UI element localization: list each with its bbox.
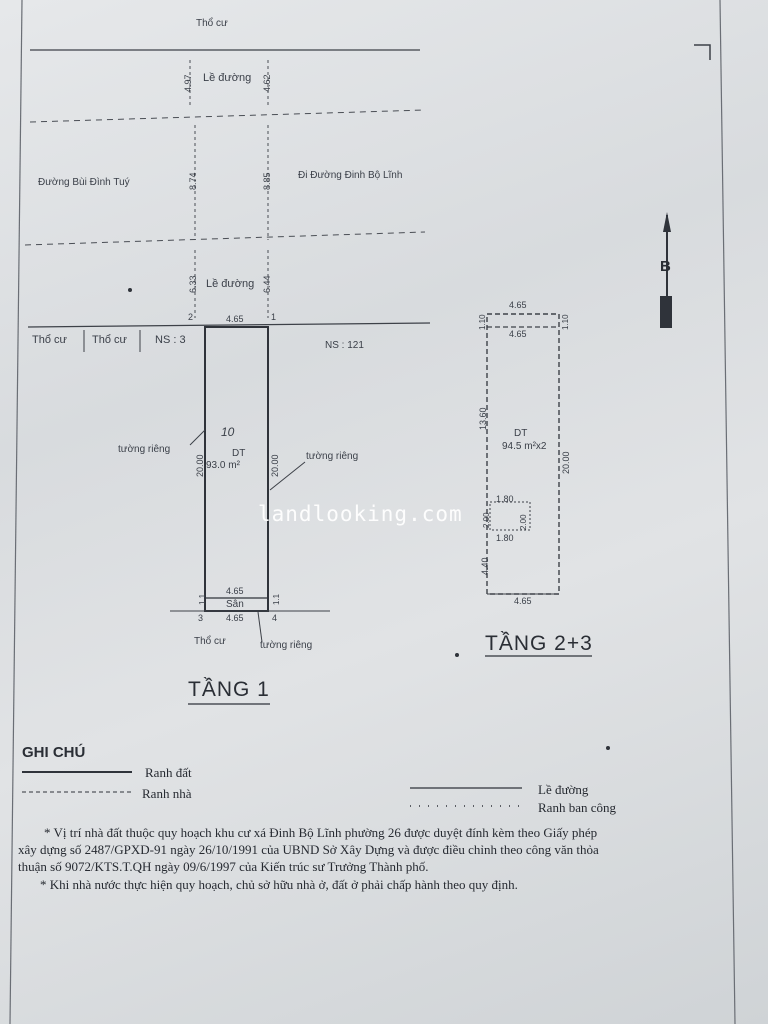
dim-462: 4.62 [262,74,272,92]
label-tho-cu-bottom: Thổ cư [194,636,226,647]
section-marker-label: B [660,258,671,275]
legend-ranh-nha: Ranh nhà [142,786,192,801]
label-tuong-rieng-right: tường riêng [306,451,359,462]
legend-heading: GHI CHÚ [22,744,86,761]
legend-ranh-dat: Ranh đất [145,765,192,780]
road-edge-dashed-bottom [24,231,426,246]
label-le-duong-bottom: Lề đường [206,278,255,290]
dim-633: 6.33 [188,275,198,293]
dim-balcony-side: 2.00 [482,512,491,528]
dim-san-width: 4.65 [226,586,244,596]
dim-f23-top-outer: 4.65 [509,300,527,310]
label-ns-left: NS : 3 [155,334,186,346]
legend-ranh-ban-cong: Ranh ban công [538,800,616,815]
dim-f23-off-left: 1.10 [478,314,487,330]
point-1: 1 [271,312,277,322]
dim-885: 8.85 [262,172,272,190]
dim-f23-bottom: 4.65 [514,596,532,606]
balcony-outline [489,501,531,531]
label-tuong-rieng-left: tường riêng [118,444,171,455]
value-dt-floor1: 93.0 m² [206,460,240,471]
page-border-left [9,0,23,1024]
watermark-text: landlooking.com [258,502,463,526]
point-3: 3 [198,613,204,623]
floor23-outline [486,313,560,595]
dim-f23-len-bottom: 4.40 [480,557,490,575]
legend-le-duong: Lề đường [538,782,589,797]
label-tho-cu-top: Thổ cư [196,18,228,29]
dim-balcony-w1: 1.80 [496,494,514,504]
dim-bottom-width: 4.65 [226,613,244,623]
value-dt-f23: 94.5 m²x2 [502,441,547,452]
dim-balcony-w2: 1.80 [496,533,514,543]
dim-edge-left: 1.1 [198,593,207,605]
label-tho-cu-1: Thổ cư [32,334,67,346]
label-road-right: Đi Đường Đinh Bộ Lĩnh [298,170,403,181]
dim-497: 4.97 [183,74,193,92]
dim-balcony-h: 2.00 [519,514,528,530]
section-marker-block [660,296,672,328]
note-2: * Khi nhà nước thực hiện quy hoạch, chủ … [40,877,518,892]
dim-len-left: 20.00 [195,454,205,477]
dim-len-right: 20.00 [270,454,280,477]
note-1-line-2: xây dựng số 2487/GPXD-91 ngày 26/10/1991… [18,842,599,857]
label-dt-f23: DT [514,428,528,439]
label-le-duong-top: Lề đường [203,72,252,84]
dim-width-top: 4.65 [226,314,244,324]
dim-f23-off-right: 1.10 [561,314,570,330]
corner-mark [694,44,711,60]
note-1-line-3: thuận số 9072/KTS.T.QH ngày 09/6/1997 củ… [18,859,429,874]
dim-f23-len-total: 20.00 [561,451,571,474]
label-ns-right: NS : 121 [325,340,364,351]
dim-f23-len-inner: 13.60 [478,407,488,430]
label-road-left: Đường Bùi Đình Tuý [38,177,130,188]
point-2: 2 [188,312,194,322]
point-4: 4 [272,613,278,623]
note-1-line-1: * Vị trí nhà đất thuộc quy hoạch khu cư … [44,825,598,840]
title-tang-1: TẦNG 1 [188,678,270,701]
dim-f23-top-inner: 4.65 [509,329,527,339]
label-dt-floor1: DT [232,448,246,459]
dim-644: 6.44 [262,275,272,293]
title-tang-2-3: TẦNG 2+3 [485,632,593,655]
dim-edge-right: 1.1 [272,593,281,605]
label-san: Sân [226,599,244,610]
lot-front-line [27,322,431,328]
road-edge-dashed-top [29,109,426,123]
lot-number: 10 [221,425,235,439]
label-tho-cu-2: Thổ cư [92,334,127,346]
page-border-right [719,0,736,1024]
label-tuong-rieng-bottom: tường riêng [260,640,313,651]
dim-874: 8.74 [188,172,198,190]
